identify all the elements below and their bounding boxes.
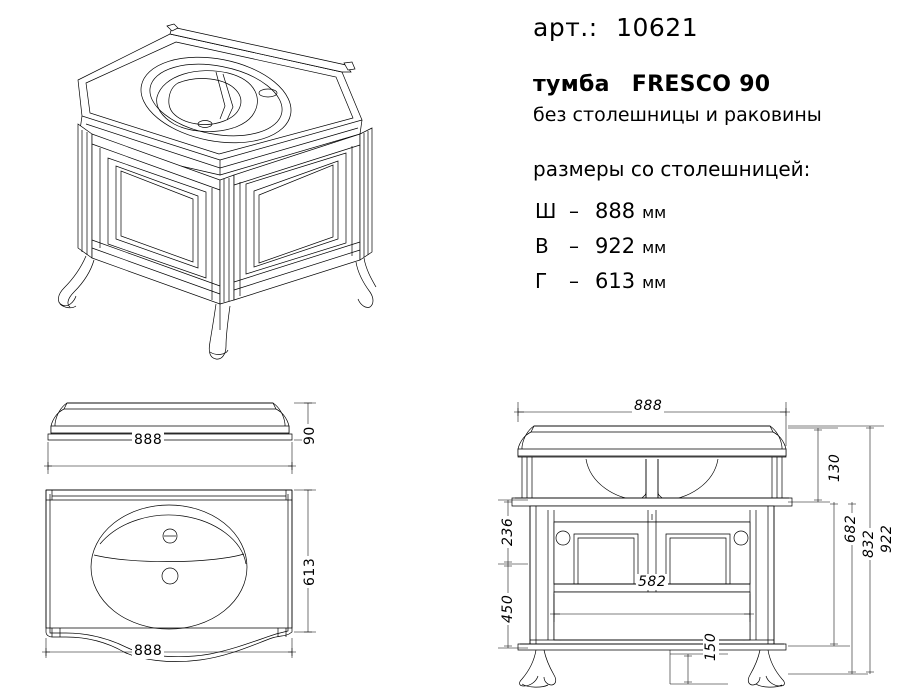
- front-elevation-view: [498, 402, 884, 688]
- article-line: арт.: 10621: [533, 13, 698, 42]
- article-number: 10621: [616, 13, 699, 42]
- dim-height-to-top: 832: [861, 527, 877, 560]
- dim-countertop-width: 888: [132, 432, 165, 448]
- product-name: FRESCO 90: [631, 72, 771, 97]
- dimension-row-width: Ш–888 мм: [535, 199, 666, 223]
- article-label: арт.:: [533, 13, 598, 42]
- dim-total-height: 922: [879, 522, 895, 555]
- dimensions-heading: размеры со столешницей:: [533, 157, 811, 181]
- countertop-top-plan-view: [42, 489, 316, 662]
- dim-top-band: 130: [827, 451, 843, 484]
- dimension-row-height: В–922 мм: [535, 234, 666, 258]
- product-subtitle: без столешницы и раковины: [533, 104, 822, 126]
- dim-key-depth: Г: [535, 269, 548, 293]
- isometric-cabinet-view: [58, 23, 377, 360]
- product-title: тумба FRESCO 90: [533, 72, 770, 97]
- dim-dash-depth: –: [569, 269, 579, 293]
- dim-upper-section: 236: [500, 515, 516, 548]
- dim-dash-height: –: [569, 234, 579, 258]
- product-type: тумба: [533, 72, 610, 97]
- dim-front-width: 888: [632, 398, 665, 414]
- dim-value-height: 922: [595, 234, 636, 258]
- dim-unit-depth: мм: [642, 273, 667, 292]
- dim-dash-width: –: [569, 199, 579, 223]
- dim-lower-section: 450: [500, 592, 516, 625]
- countertop-edge-view: [44, 402, 316, 474]
- dim-plan-width: 888: [132, 643, 165, 659]
- product-info-block: арт.: 10621 тумба FRESCO 90 без столешни…: [533, 0, 904, 320]
- dim-door-span: 582: [636, 574, 669, 590]
- dim-unit-width: мм: [642, 203, 667, 222]
- dim-value-depth: 613: [595, 269, 636, 293]
- dim-value-width: 888: [595, 199, 636, 223]
- dim-height-to-counter: 682: [843, 512, 859, 545]
- dimension-row-depth: Г–613 мм: [535, 269, 666, 293]
- dim-unit-height: мм: [642, 238, 667, 257]
- dim-countertop-thickness: 90: [302, 424, 318, 447]
- dim-key-width: Ш: [535, 199, 557, 223]
- dim-leg-clearance: 150: [703, 630, 719, 663]
- dim-key-height: В: [535, 234, 549, 258]
- dim-plan-depth: 613: [302, 555, 318, 588]
